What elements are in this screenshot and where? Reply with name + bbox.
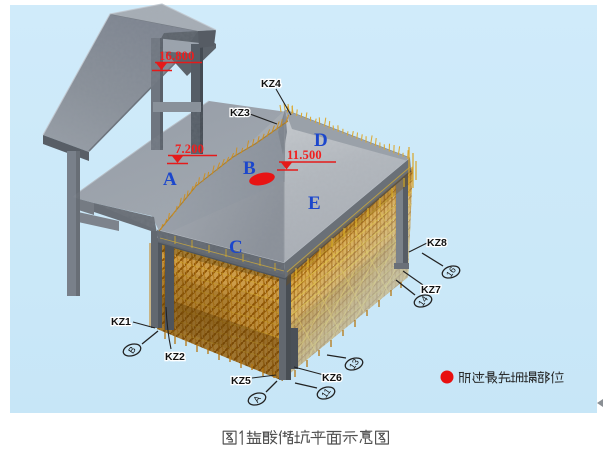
svg-text:KZ7: KZ7 xyxy=(421,284,441,296)
svg-text:KZ6: KZ6 xyxy=(322,372,342,384)
svg-text:B: B xyxy=(126,345,138,356)
svg-text:A: A xyxy=(163,169,177,190)
svg-text:KZ4: KZ4 xyxy=(261,78,281,90)
svg-text:KZ3: KZ3 xyxy=(230,107,250,119)
svg-text:KZ1: KZ1 xyxy=(111,316,131,328)
svg-text:KZ2: KZ2 xyxy=(165,351,185,363)
svg-text:D: D xyxy=(314,130,328,151)
svg-text:16: 16 xyxy=(444,265,458,279)
svg-text:11.500: 11.500 xyxy=(287,148,322,162)
svg-text:KZ8: KZ8 xyxy=(427,237,447,249)
svg-text:7.200: 7.200 xyxy=(175,142,204,156)
svg-text:B: B xyxy=(243,158,256,179)
svg-text:14: 14 xyxy=(416,294,430,308)
svg-text:KZ5: KZ5 xyxy=(231,375,251,387)
svg-text:13: 13 xyxy=(347,357,361,371)
svg-text:A: A xyxy=(251,394,263,405)
svg-text:C: C xyxy=(229,237,243,258)
svg-text:E: E xyxy=(308,193,321,214)
svg-text:16.800: 16.800 xyxy=(159,49,195,63)
